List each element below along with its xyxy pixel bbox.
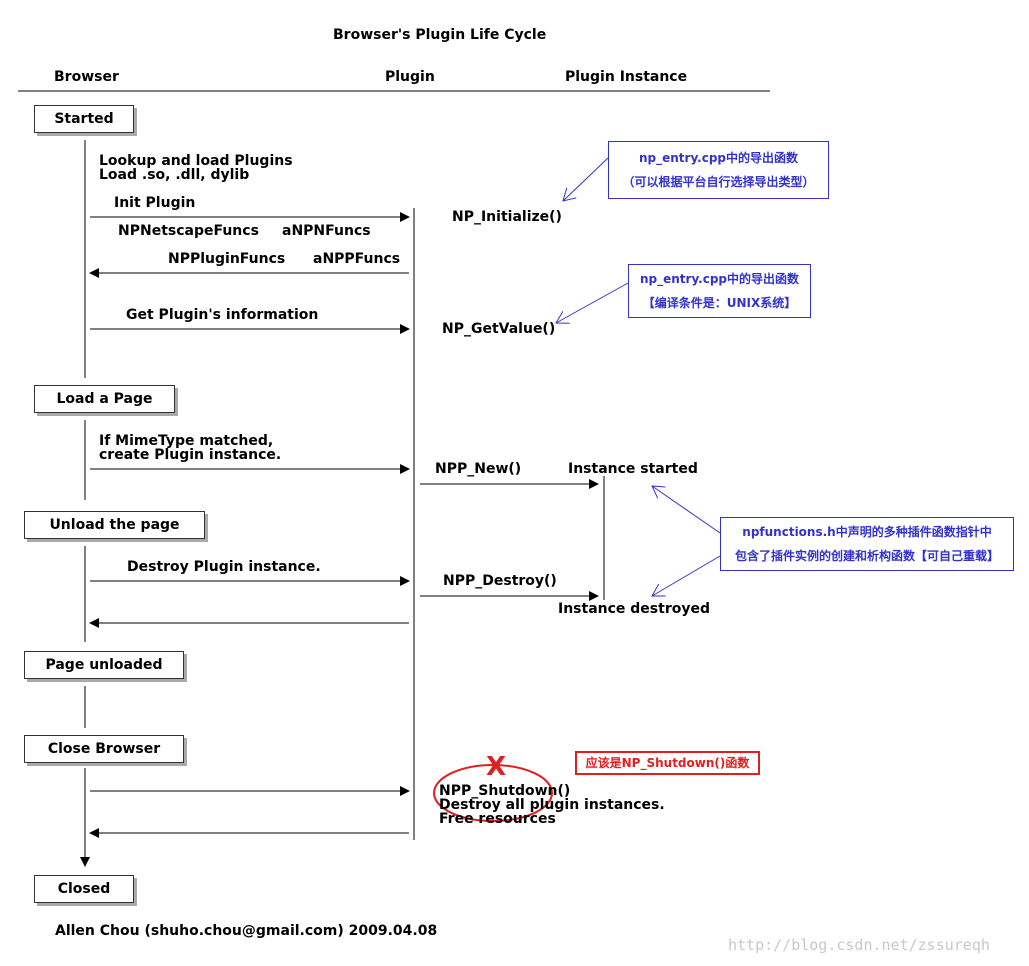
annotation-line: （可以根据平台自行选择导出类型） bbox=[622, 175, 815, 189]
note3-pointer-down bbox=[652, 555, 721, 596]
annotation-line: npfunctions.h中声明的多种插件函数指针中 bbox=[742, 525, 992, 539]
state-load-page: Load a Page bbox=[34, 385, 175, 413]
func-npp-new: NPP_New() bbox=[435, 461, 522, 477]
state-closed: Closed bbox=[34, 875, 134, 903]
label-init-plugin: Init Plugin bbox=[114, 195, 196, 211]
label-get-plugin-info: Get Plugin's information bbox=[126, 307, 319, 323]
label-npnetscapefuncs: NPNetscapeFuncs bbox=[118, 223, 259, 239]
author-credit: Allen Chou (shuho.chou@gmail.com) 2009.0… bbox=[55, 923, 438, 939]
func-np-getvalue: NP_GetValue() bbox=[442, 321, 556, 337]
func-npp-destroy: NPP_Destroy() bbox=[443, 573, 557, 589]
annotation-np-entry-export: np_entry.cpp中的导出函数 （可以根据平台自行选择导出类型） bbox=[608, 141, 829, 199]
annotation-np-entry-unix: np_entry.cpp中的导出函数 【编译条件是：UNIX系统】 bbox=[628, 264, 811, 318]
correction-note: 应该是NP_Shutdown()函数 bbox=[575, 751, 760, 775]
note1-pointer bbox=[563, 157, 609, 201]
column-plugin: Plugin bbox=[385, 69, 435, 85]
func-npp-shutdown: NPP_Shutdown() bbox=[439, 783, 571, 799]
column-browser: Browser bbox=[54, 69, 119, 85]
instance-started-label: Instance started bbox=[568, 461, 698, 477]
annotation-line: 包含了插件实例的创建和析构函数【可自己重载】 bbox=[734, 549, 999, 563]
label-anppfuncs: aNPPFuncs bbox=[313, 251, 401, 267]
correction-ellipse bbox=[433, 764, 553, 822]
note2-pointer bbox=[556, 282, 629, 323]
state-started: Started bbox=[34, 105, 134, 133]
state-page-unloaded: Page unloaded bbox=[24, 651, 184, 679]
label-anpnfuncs: aNPNFuncs bbox=[282, 223, 371, 239]
annotation-line: np_entry.cpp中的导出函数 bbox=[638, 151, 799, 165]
cross-mark-icon: X bbox=[486, 752, 507, 782]
state-close-browser: Close Browser bbox=[24, 735, 184, 763]
watermark: http://blog.csdn.net/zssureqh bbox=[728, 936, 990, 954]
label-nppluginfuncs: NPPluginFuncs bbox=[168, 251, 286, 267]
label-shutdown-description: Destroy all plugin instances. Free resou… bbox=[439, 797, 665, 827]
annotation-npfunctions: npfunctions.h中声明的多种插件函数指针中 包含了插件实例的创建和析构… bbox=[720, 517, 1014, 571]
note3-pointer-up bbox=[652, 486, 721, 534]
column-plugin-instance: Plugin Instance bbox=[565, 69, 688, 85]
instance-destroyed-label: Instance destroyed bbox=[558, 601, 710, 617]
state-unload-page: Unload the page bbox=[24, 511, 205, 539]
diagram-title: Browser's Plugin Life Cycle bbox=[333, 27, 547, 43]
label-lookup-load: Lookup and load Plugins Load .so, .dll, … bbox=[99, 153, 293, 183]
label-destroy-plugin-instance: Destroy Plugin instance. bbox=[127, 559, 321, 575]
func-np-initialize: NP_Initialize() bbox=[452, 209, 562, 225]
annotation-line: 【编译条件是：UNIX系统】 bbox=[642, 296, 797, 310]
label-mimetype-matched: If MimeType matched, create Plugin insta… bbox=[99, 433, 282, 463]
annotation-line: np_entry.cpp中的导出函数 bbox=[639, 272, 800, 286]
